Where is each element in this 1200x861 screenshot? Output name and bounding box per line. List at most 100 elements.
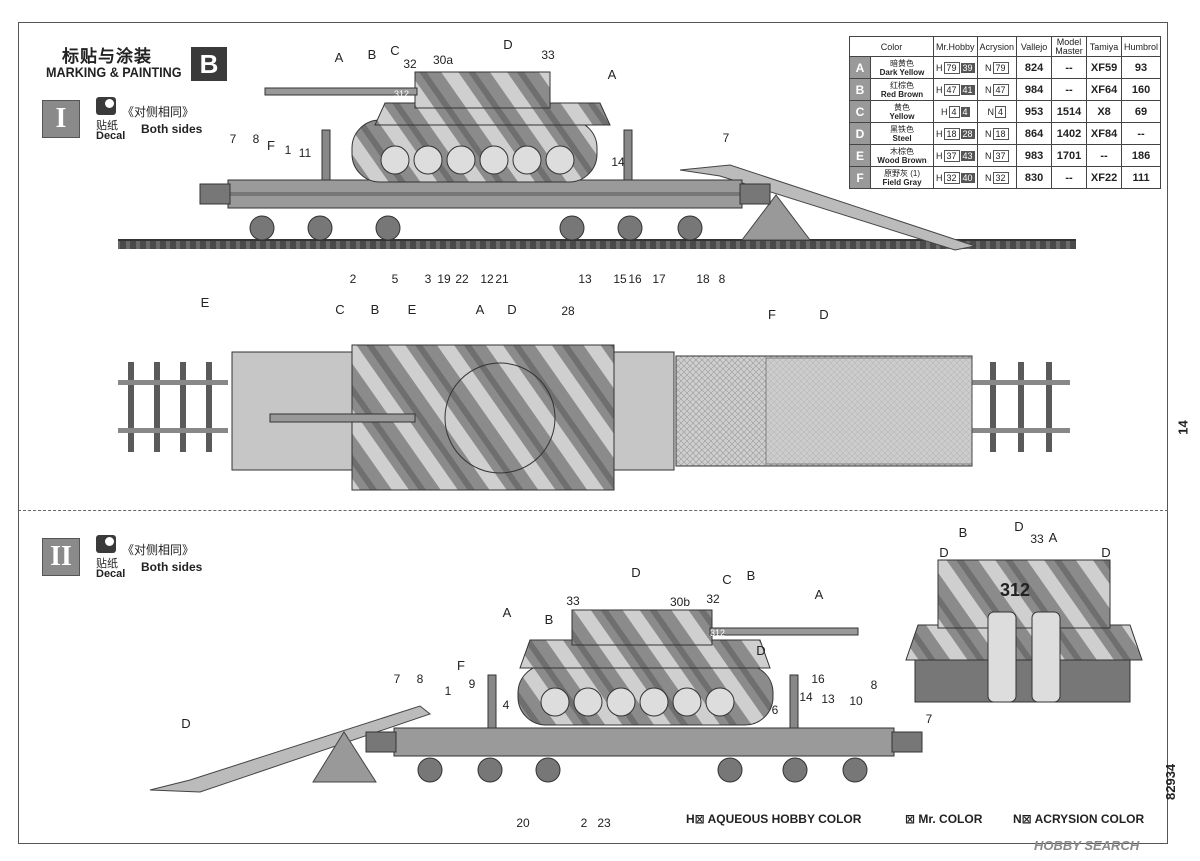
callout: 15	[613, 272, 627, 286]
page-number: 14	[1175, 420, 1191, 435]
both-sides-en: Both sides	[141, 560, 203, 574]
decal-label-en: Decal	[96, 568, 126, 580]
title-cn: 标贴与涂装	[62, 47, 152, 66]
callout: A	[334, 50, 344, 65]
callout: 18	[696, 272, 710, 286]
callout: 13	[578, 272, 592, 286]
bogies	[249, 215, 703, 241]
callout: 7	[393, 672, 401, 686]
callout: 19	[437, 272, 451, 286]
callout: 33	[1030, 532, 1044, 546]
callout: 8	[252, 132, 260, 146]
callout: 5	[391, 272, 399, 286]
callout: D	[1101, 545, 1111, 560]
callout: 30a	[432, 53, 454, 67]
callout: 14	[611, 155, 625, 169]
callout: 8	[718, 272, 726, 286]
callout: 14	[799, 690, 813, 704]
turret-number: 312	[394, 89, 409, 99]
tank-1	[264, 71, 611, 183]
ramp-support	[740, 194, 812, 241]
flat-wagon	[393, 727, 895, 757]
section-roman-1: I	[42, 100, 80, 138]
callout: A	[1048, 530, 1058, 545]
ramp	[149, 705, 432, 793]
ramp-support	[312, 731, 377, 783]
callout: 2	[580, 816, 588, 830]
top-view	[118, 344, 1070, 491]
callout: 17	[652, 272, 666, 286]
callout: 9	[468, 677, 476, 691]
callout: 28	[561, 304, 575, 318]
page-frame	[18, 22, 1168, 844]
rear-view	[905, 559, 1143, 703]
gun-barrel	[709, 627, 859, 636]
callout: D	[1014, 519, 1024, 534]
both-sides-en: Both sides	[141, 122, 203, 136]
section-divider	[18, 510, 1168, 511]
turret-number: 312	[710, 628, 725, 638]
callout: 13	[821, 692, 835, 706]
legend-acrysion: N⊠ ACRYSION COLOR	[1013, 812, 1145, 826]
legend-aqueous: H⊠ AQUEOUS HOBBY COLOR	[686, 812, 862, 826]
callout: 30b	[669, 595, 691, 609]
both-sides-cn: 《对侧相同》	[122, 105, 195, 119]
callout: D	[756, 643, 766, 658]
rear-turret-number: 312	[1000, 580, 1031, 600]
product-number: 82934	[1163, 763, 1178, 800]
callout: 33	[566, 594, 580, 608]
callout: 22	[455, 272, 469, 286]
callout: 3	[424, 272, 432, 286]
callout: D	[939, 545, 949, 560]
callout: 1	[284, 143, 292, 157]
header-mrhobby: Mr.Hobby	[933, 36, 978, 57]
decal-label-cn: 贴纸	[96, 120, 118, 132]
decal-icon	[96, 535, 116, 553]
tank-2	[517, 609, 859, 726]
decal-icon	[96, 97, 116, 115]
callout: C	[335, 302, 345, 317]
callout: 23	[597, 816, 611, 830]
gun-barrel	[264, 87, 418, 96]
watermark: HOBBY SEARCH	[1034, 838, 1140, 853]
callout: F	[768, 307, 776, 322]
callout: 33	[541, 48, 555, 62]
decal-label-en: Decal	[96, 130, 126, 142]
callout: D	[819, 307, 829, 322]
section-badge: B	[191, 47, 227, 81]
callout: 10	[849, 694, 863, 708]
legend-mr-color: ⊠ Mr. COLOR	[905, 812, 983, 826]
callout: 7	[229, 132, 237, 146]
callout: C	[722, 572, 732, 587]
callout: 21	[495, 272, 509, 286]
color-table: Color Mr.Hobby Acrysion Vallejo Model Ma…	[849, 36, 1162, 189]
callout: 8	[416, 672, 424, 686]
callout: 12	[480, 272, 494, 286]
callout: 1	[444, 684, 452, 698]
callout: 7	[925, 712, 933, 726]
callout: 16	[811, 672, 825, 686]
callout: 8	[870, 678, 878, 692]
side-view-2: 312	[149, 609, 923, 793]
both-sides-cn: 《对侧相同》	[122, 543, 195, 557]
callout: B	[958, 525, 968, 540]
callout: D	[503, 37, 513, 52]
callout: 6	[771, 703, 779, 717]
callout: D	[631, 565, 641, 580]
callout: F	[267, 138, 275, 153]
callout: 11	[298, 146, 312, 160]
callout: B	[544, 612, 554, 627]
callout: A	[607, 67, 617, 82]
callout: 16	[628, 272, 642, 286]
callout: 32	[403, 57, 417, 71]
callout: B	[367, 47, 377, 62]
callout: 20	[516, 816, 530, 830]
callout: 2	[349, 272, 357, 286]
title-en: MARKING & PAINTING	[46, 64, 182, 80]
callout: 32	[706, 592, 720, 606]
